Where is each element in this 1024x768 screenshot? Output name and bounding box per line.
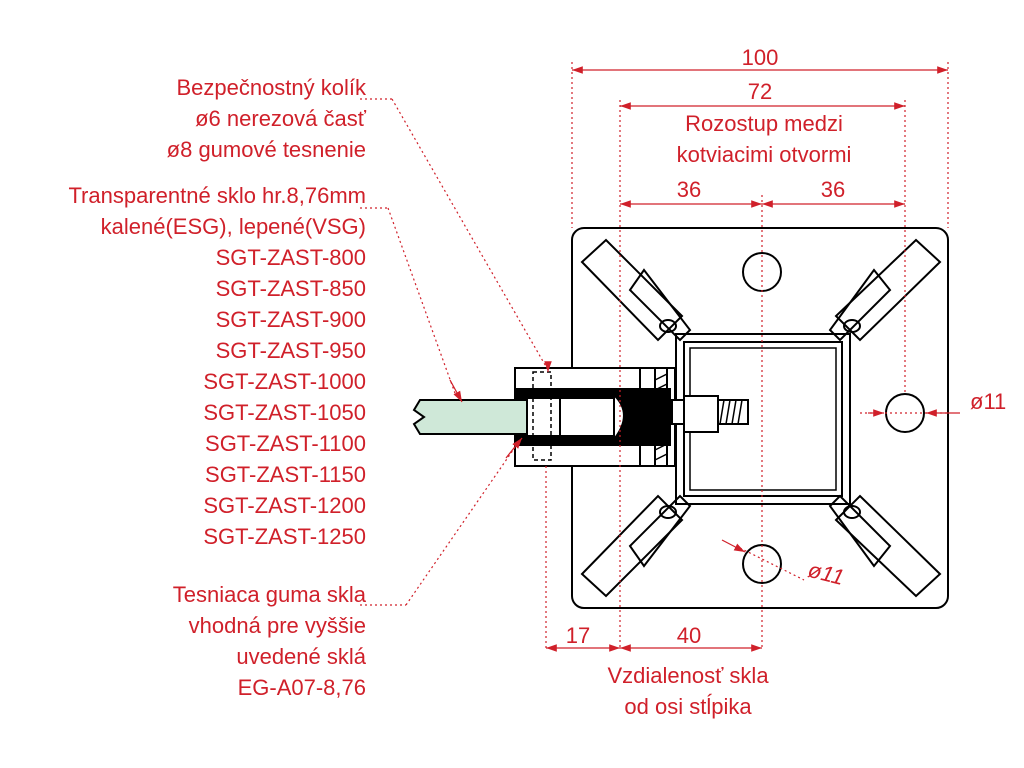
anchor-note-line-1: Rozostup medzi (685, 111, 843, 136)
diagonal-ribs (580, 238, 942, 598)
model-item: SGT-ZAST-1200 (203, 493, 366, 518)
model-item: SGT-ZAST-1100 (205, 431, 366, 456)
model-item: SGT-ZAST-1000 (203, 369, 366, 394)
model-item: SGT-ZAST-1250 (203, 524, 366, 549)
dim-anchor-spacing: 72 (747, 79, 773, 104)
rubber-line-4: EG-A07-8,76 (237, 675, 366, 700)
rubber-line-1: Tesniaca guma skla (172, 582, 366, 607)
dim-overall-width: 100 (741, 45, 779, 70)
model-item: SGT-ZAST-950 (215, 338, 366, 363)
pin-line-1: Bezpečnostný kolík (176, 75, 366, 100)
anchor-holes (742, 252, 925, 584)
rib-slots (659, 319, 861, 519)
dim-glass-edge: 17 (565, 623, 591, 648)
threaded-bolt (671, 395, 749, 433)
glass-clamp (514, 367, 676, 467)
model-item: SGT-ZAST-800 (215, 245, 366, 270)
dim-glass-axis: 40 (676, 623, 702, 648)
axis-note-line-2: od osi stĺpika (624, 694, 752, 719)
model-item: SGT-ZAST-900 (215, 307, 366, 332)
pin-line-2: ø6 nerezová časť (195, 106, 366, 131)
glass-axis-note: Vzdialenosť skla od osi stĺpika (578, 660, 798, 722)
rubber-callout: Tesniaca guma skla vhodná pre vyššie uve… (173, 579, 366, 703)
rubber-line-3: uvedené sklá (236, 644, 366, 669)
anchor-note-line-2: kotviacimi otvormi (676, 142, 852, 167)
model-item: SGT-ZAST-1150 (205, 462, 366, 487)
rubber-line-2: vhodná pre vyššie (188, 613, 366, 638)
dim-half-right: 36 (820, 177, 846, 202)
pin-line-3: ø8 gumové tesnenie (166, 137, 366, 162)
dimension-arrows (449, 66, 960, 652)
model-item: SGT-ZAST-850 (215, 276, 366, 301)
glass-line-2: kalené(ESG), lepené(VSG) (100, 214, 366, 239)
pin-callout: Bezpečnostný kolík ø6 nerezová časť ø8 g… (167, 72, 366, 165)
dim-hole-right: ø11 (970, 389, 1007, 414)
model-item: SGT-ZAST-1050 (203, 400, 366, 425)
glass-panel (412, 399, 528, 435)
glass-line-1: Transparentné sklo hr.8,76mm (68, 183, 366, 208)
dimension-lines (360, 62, 949, 650)
anchor-spacing-note: Rozostup medzi kotviacimi otvormi (640, 108, 888, 170)
axis-note-line-1: Vzdialenosť skla (607, 663, 769, 688)
glass-callout: Transparentné sklo hr.8,76mm kalené(ESG)… (68, 180, 366, 552)
dim-half-left: 36 (676, 177, 702, 202)
